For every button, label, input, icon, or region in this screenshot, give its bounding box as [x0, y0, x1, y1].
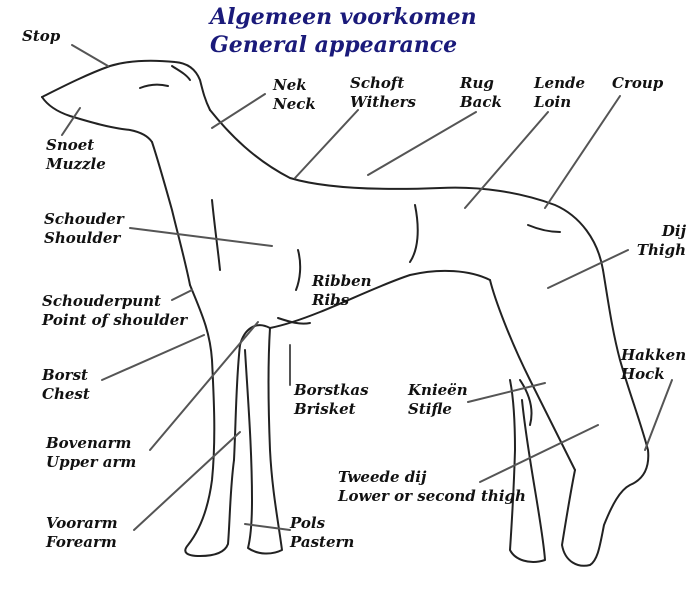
label-muzzle: Snoet Muzzle — [46, 136, 106, 174]
label-upper-arm: Bovenarm Upper arm — [46, 434, 136, 472]
label-brisket-dutch: Borstkas — [294, 381, 369, 399]
label-second-thigh: Tweede dij Lower or second thigh — [338, 468, 526, 506]
leader-shoulder — [129, 227, 273, 247]
label-withers: Schoft Withers — [350, 74, 416, 112]
label-chest-english: Chest — [42, 385, 90, 403]
label-hock: Hakken Hock — [621, 346, 686, 384]
label-withers-english: Withers — [350, 93, 417, 111]
label-ribs: Ribben Ribs — [312, 272, 372, 310]
label-croup-dutch: Croup — [612, 74, 664, 92]
label-stifle-english: Stifle — [408, 400, 452, 418]
label-loin-english: Loin — [534, 93, 572, 111]
leader-withers — [294, 109, 359, 179]
dog-silhouette — [41, 59, 650, 567]
label-forearm: Voorarm Forearm — [46, 514, 118, 552]
leader-stop — [71, 44, 109, 67]
label-hock-dutch: Hakken — [621, 346, 687, 364]
label-second-thigh-english: Lower or second thigh — [338, 487, 526, 505]
label-stop-dutch: Stop — [22, 27, 61, 45]
label-neck: Nek Neck — [273, 76, 316, 114]
label-pastern-dutch: Pols — [290, 514, 326, 532]
label-chest: Borst Chest — [42, 366, 90, 404]
label-ribs-english: Ribs — [312, 291, 350, 309]
label-thigh-dutch: Dij — [661, 222, 686, 240]
label-back-dutch: Rug — [460, 74, 494, 92]
label-second-thigh-dutch: Tweede dij — [338, 468, 427, 486]
label-thigh: Dij Thigh — [626, 222, 686, 260]
label-shoulder: Schouder Shoulder — [44, 210, 124, 248]
label-brisket: Borstkas Brisket — [294, 381, 369, 419]
label-pastern-english: Pastern — [290, 533, 355, 551]
label-point-of-shoulder-dutch: Schouderpunt — [42, 292, 161, 310]
leader-back — [367, 111, 477, 176]
leader-forearm — [133, 431, 241, 531]
label-neck-english: Neck — [273, 95, 316, 113]
label-brisket-english: Brisket — [294, 400, 356, 418]
title-english: General appearance — [210, 32, 458, 58]
title-dutch: Algemeen voorkomen — [210, 4, 477, 30]
leader-stifle — [467, 382, 546, 403]
leader-pastern — [244, 523, 291, 531]
leader-loin — [464, 111, 549, 209]
leader-chest — [101, 334, 205, 381]
leader-lines — [61, 44, 673, 531]
leader-upper-arm — [149, 321, 259, 451]
leader-neck — [211, 93, 266, 129]
label-muzzle-english: Muzzle — [46, 155, 106, 173]
label-back: Rug Back — [460, 74, 502, 112]
label-loin-dutch: Lende — [534, 74, 586, 92]
label-stifle: Knieën Stifle — [408, 381, 468, 419]
label-thigh-english: Thigh — [636, 241, 686, 259]
leader-point-of-shoulder — [171, 289, 193, 301]
label-forearm-english: Forearm — [46, 533, 117, 551]
leader-hock — [644, 379, 673, 451]
leader-muzzle — [61, 107, 81, 136]
label-stop: Stop — [22, 27, 60, 46]
label-back-english: Back — [460, 93, 502, 111]
label-stifle-dutch: Knieën — [408, 381, 468, 399]
label-croup: Croup — [612, 74, 663, 93]
leader-second-thigh — [479, 424, 599, 483]
label-forearm-dutch: Voorarm — [46, 514, 118, 532]
label-muzzle-dutch: Snoet — [46, 136, 95, 154]
label-pastern: Pols Pastern — [290, 514, 354, 552]
label-shoulder-english: Shoulder — [44, 229, 121, 247]
label-upper-arm-english: Upper arm — [46, 453, 137, 471]
label-withers-dutch: Schoft — [350, 74, 405, 92]
label-point-of-shoulder: Schouderpunt Point of shoulder — [42, 292, 187, 330]
label-neck-dutch: Nek — [273, 76, 307, 94]
label-shoulder-dutch: Schouder — [44, 210, 124, 228]
label-ribs-dutch: Ribben — [312, 272, 372, 290]
leader-thigh — [547, 249, 629, 289]
label-chest-dutch: Borst — [42, 366, 88, 384]
leader-croup — [544, 95, 621, 209]
label-point-of-shoulder-english: Point of shoulder — [42, 311, 188, 329]
label-upper-arm-dutch: Bovenarm — [46, 434, 132, 452]
label-hock-english: Hock — [621, 365, 665, 383]
label-loin: Lende Loin — [534, 74, 585, 112]
